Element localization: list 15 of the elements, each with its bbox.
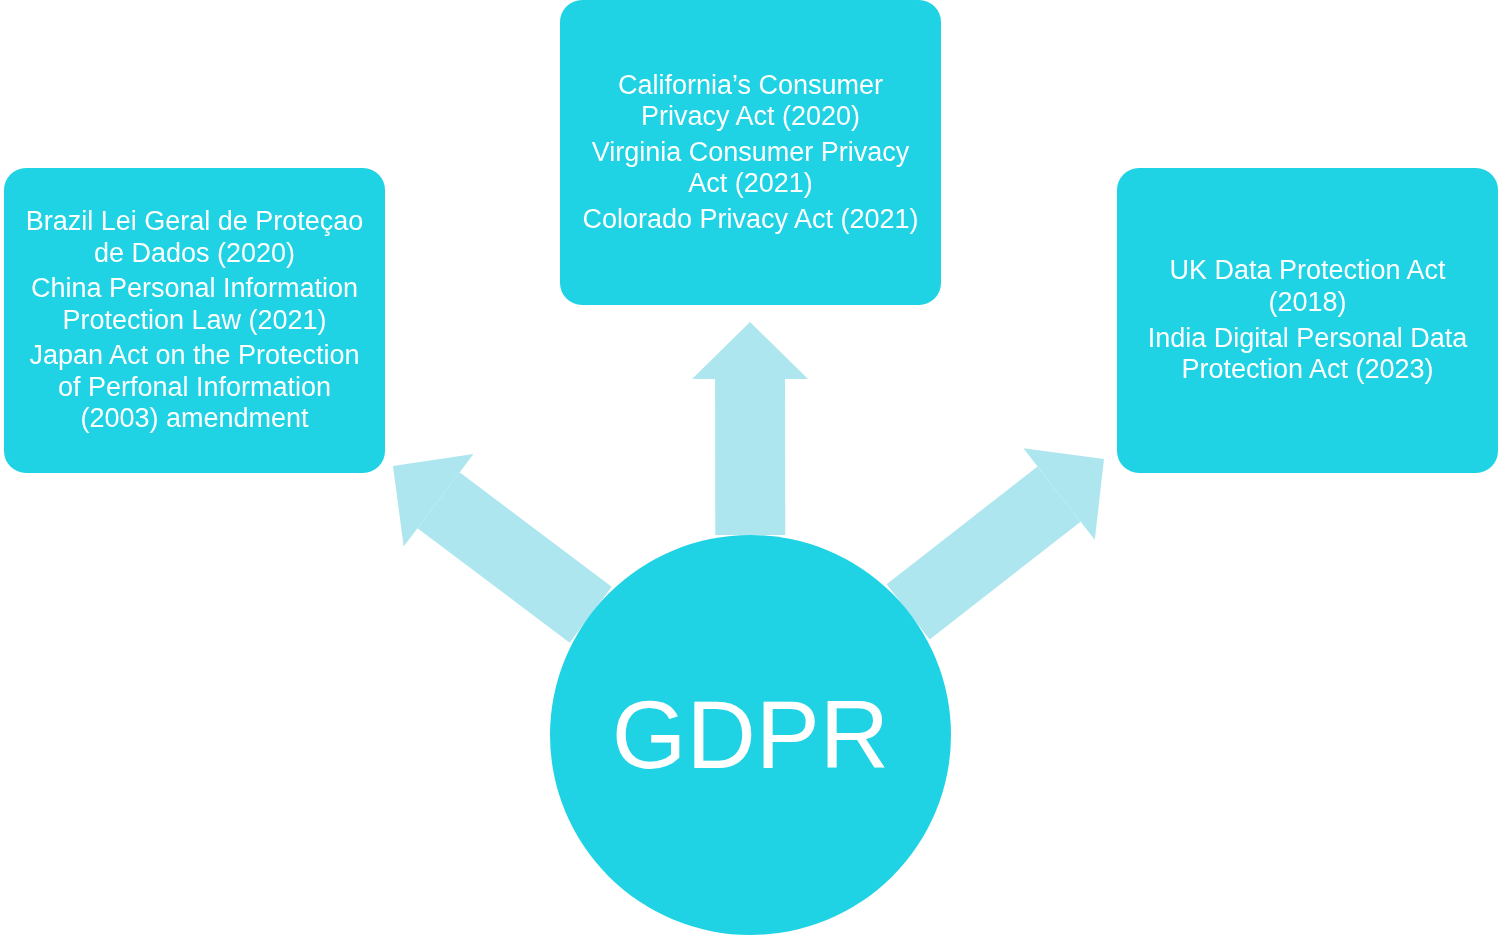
block-arrow xyxy=(393,453,612,643)
act-name: California’s Consumer Privacy Act (2020) xyxy=(616,69,885,133)
node-title: GDPR xyxy=(611,687,890,783)
rounded-box xyxy=(1117,168,1498,473)
act-name: Virginia Consumer Privacy Act (2021) xyxy=(590,136,911,200)
act-name: Colorado Privacy Act (2021) xyxy=(582,203,919,236)
rounded-box xyxy=(560,0,941,305)
act-name: Brazil Lei Geral de Proteçao de Dados (2020) xyxy=(24,205,365,270)
block-arrow xyxy=(886,448,1104,640)
rounded-box xyxy=(4,168,385,473)
act-name: China Personal Information Protection Law (2021) xyxy=(29,273,360,337)
act-name: Japan Act on the Protection of Perfonal Information (2003) amendment xyxy=(28,340,361,435)
act-name: India Digital Personal Data Protection Act (2023) xyxy=(1146,322,1469,386)
block-arrow xyxy=(692,322,809,536)
act-name: UK Data Protection Act (2018) xyxy=(1168,255,1447,319)
